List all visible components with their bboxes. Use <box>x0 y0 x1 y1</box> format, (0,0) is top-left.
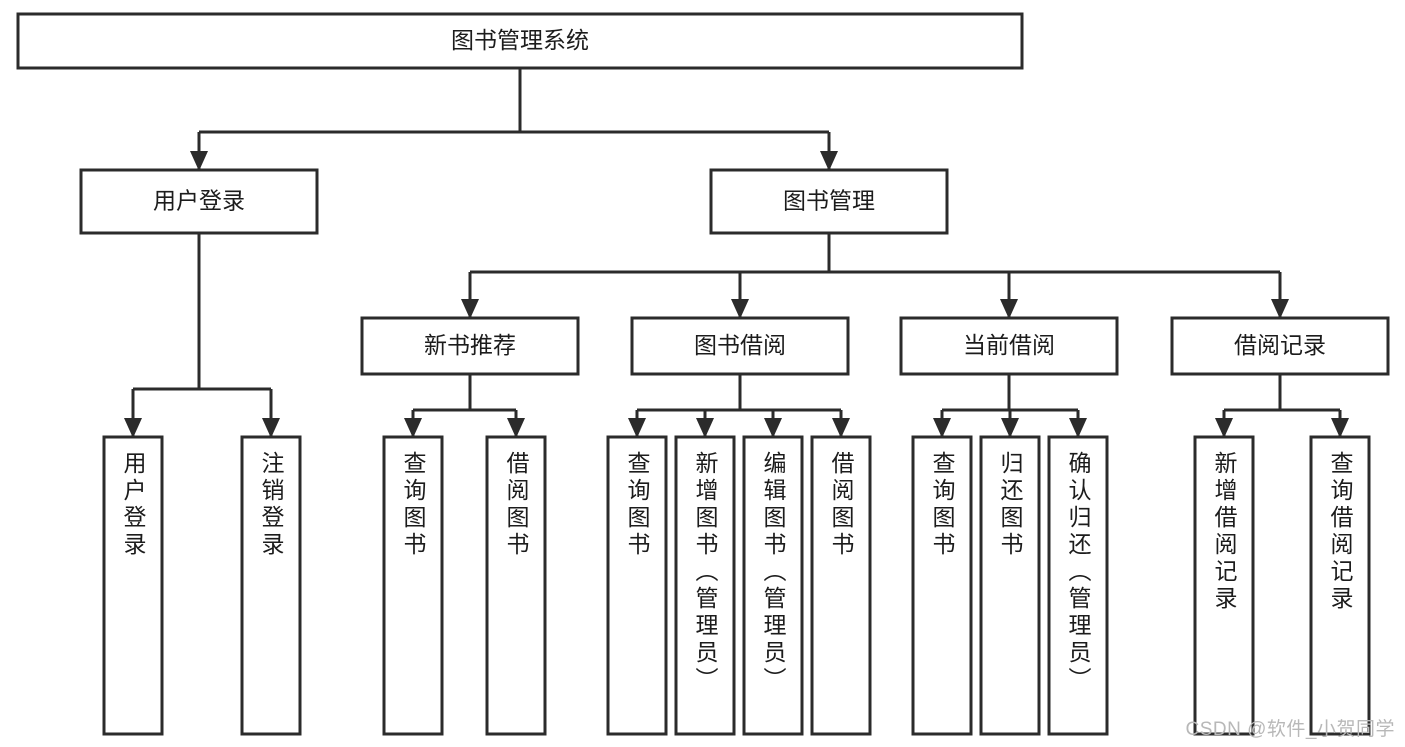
arrow-head-icon <box>461 299 479 319</box>
arrow-head-icon <box>820 151 838 171</box>
arrow-head-icon <box>933 418 951 438</box>
node-leaf-0[interactable] <box>102 435 164 736</box>
node-leaf-2[interactable] <box>382 435 444 736</box>
node-level2-0[interactable] <box>360 316 580 376</box>
node-leaf-10[interactable] <box>1047 435 1109 736</box>
node-root[interactable] <box>16 12 1024 70</box>
arrow-head-icon <box>1331 418 1349 438</box>
node-level1-label-1: 图书管理 <box>783 188 875 214</box>
node-level2-2[interactable] <box>899 316 1119 376</box>
arrow-head-icon <box>190 151 208 171</box>
node-level1-label-0: 用户登录 <box>153 188 245 214</box>
arrow-head-icon <box>1271 299 1289 319</box>
arrow-head-icon <box>1001 418 1019 438</box>
arrow-head-icon <box>1000 299 1018 319</box>
node-leaf-5[interactable] <box>674 435 736 736</box>
node-leaf-7[interactable] <box>810 435 872 736</box>
node-leaf-6[interactable] <box>742 435 804 736</box>
arrow-head-icon <box>696 418 714 438</box>
arrow-head-icon <box>404 418 422 438</box>
node-level2-label-0: 新书推荐 <box>424 332 516 358</box>
node-level2-label-3: 借阅记录 <box>1234 332 1326 358</box>
node-leaf-3[interactable] <box>485 435 547 736</box>
node-level2-3[interactable] <box>1170 316 1390 376</box>
arrow-head-icon <box>1215 418 1233 438</box>
node-leaf-11[interactable] <box>1193 435 1255 736</box>
arrow-head-icon <box>124 418 142 438</box>
arrow-head-icon <box>507 418 525 438</box>
node-leaf-12[interactable] <box>1309 435 1371 736</box>
arrow-head-icon <box>764 418 782 438</box>
node-level1-0[interactable] <box>79 168 319 235</box>
node-leaf-1[interactable] <box>240 435 302 736</box>
node-leaf-4[interactable] <box>606 435 668 736</box>
arrow-head-icon <box>262 418 280 438</box>
node-leaf-8[interactable] <box>911 435 973 736</box>
edge-layer <box>124 68 1349 438</box>
node-level1-1[interactable] <box>709 168 949 235</box>
node-level2-1[interactable] <box>630 316 850 376</box>
node-leaf-9[interactable] <box>979 435 1041 736</box>
node-layer <box>16 12 1390 736</box>
csdn-watermark: CSDN @软件_小贺同学 <box>1185 719 1395 740</box>
node-root-label: 图书管理系统 <box>451 27 589 53</box>
arrow-head-icon <box>731 299 749 319</box>
node-level2-label-2: 当前借阅 <box>963 332 1055 358</box>
node-level2-label-1: 图书借阅 <box>694 332 786 358</box>
arrow-head-icon <box>1069 418 1087 438</box>
arrow-head-icon <box>628 418 646 438</box>
arrow-head-icon <box>832 418 850 438</box>
